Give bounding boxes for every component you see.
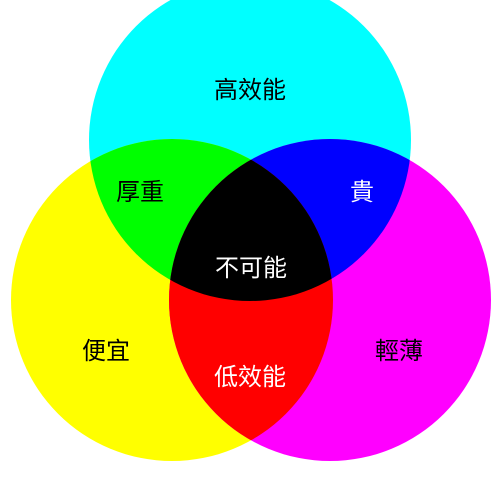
label-top-left: 厚重	[116, 178, 164, 206]
label-bottom-center: 低效能	[214, 363, 286, 391]
label-left: 便宜	[82, 337, 130, 365]
label-right: 輕薄	[375, 337, 423, 365]
label-top: 高效能	[214, 76, 286, 104]
label-top-right: 貴	[350, 178, 374, 206]
label-center: 不可能	[215, 254, 287, 282]
